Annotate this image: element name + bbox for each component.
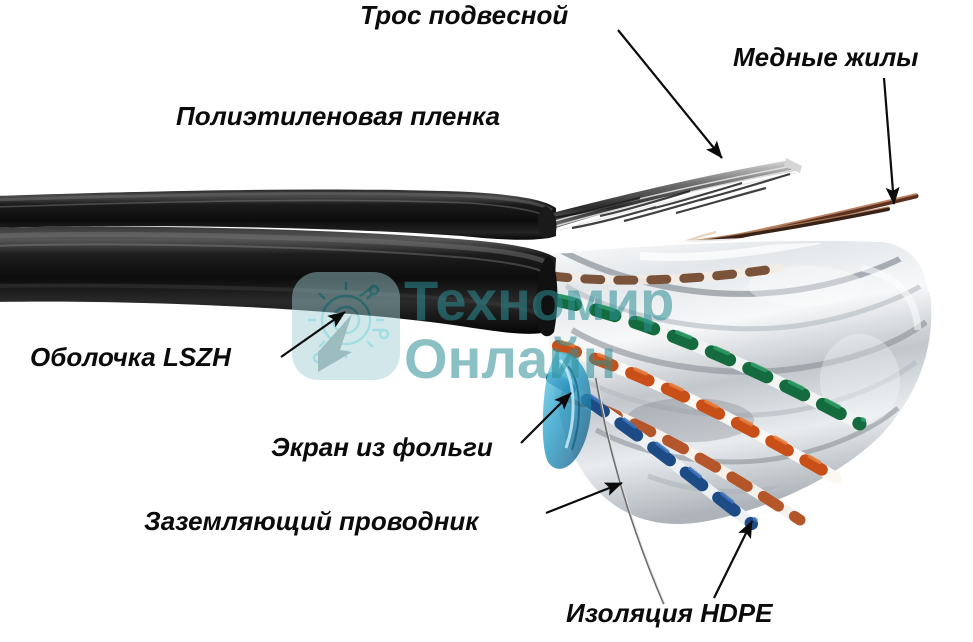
ground-drain-wire (594, 377, 666, 605)
messenger-jacket (0, 189, 556, 240)
cable-cut-ends (536, 206, 558, 337)
label-suspension-cable: Трос подвесной (360, 0, 569, 30)
label-lszh-jacket: Оболочка LSZH (30, 342, 231, 372)
foil-shield (547, 236, 932, 525)
label-hdpe-insulation: Изоляция HDPE (566, 598, 773, 628)
pair-brown (547, 263, 785, 285)
pair-green (549, 293, 867, 431)
label-copper-conductors: Медные жилы (733, 42, 919, 72)
steel-messenger-wire (548, 158, 802, 231)
label-foil-shield: Экран из фольги (271, 432, 493, 462)
label-polyethylene-film: Полиэтиленовая пленка (176, 101, 501, 131)
lszh-jacket (0, 226, 556, 334)
pair-orange (552, 340, 842, 484)
label-ground-conductor: Заземляющий проводник (144, 506, 479, 536)
